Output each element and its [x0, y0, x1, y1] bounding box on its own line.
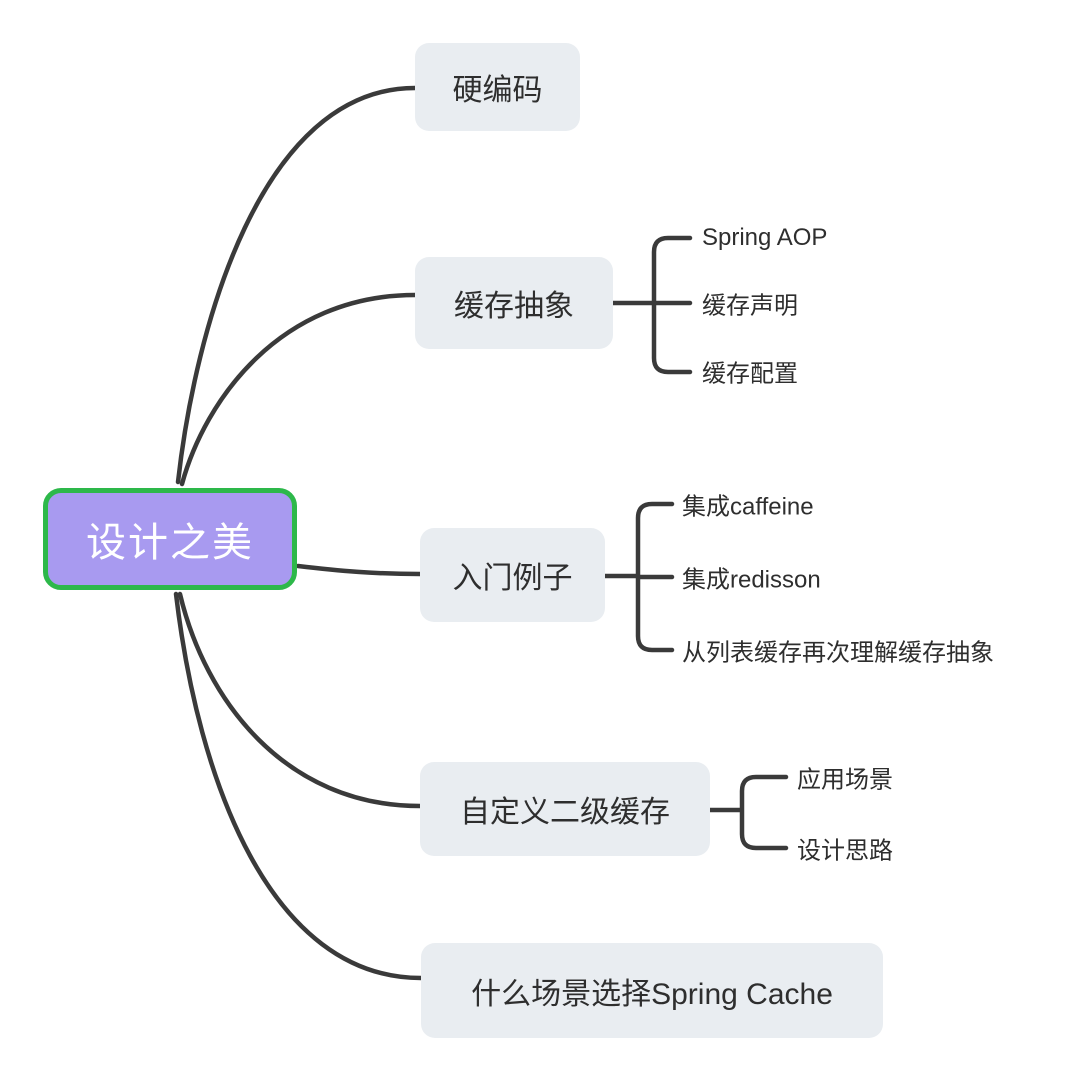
- branch-label: 入门例子: [452, 562, 573, 595]
- root-node[interactable]: 设计之美: [43, 488, 297, 590]
- branch-node-starter-example[interactable]: 入门例子: [420, 528, 605, 622]
- child-node-use-cases[interactable]: 应用场景: [797, 766, 893, 794]
- child-node-design-approach[interactable]: 设计思路: [797, 837, 893, 865]
- child-node-cache-declaration[interactable]: 缓存声明: [702, 292, 798, 320]
- branch-node-custom-two-level-cache[interactable]: 自定义二级缓存: [420, 762, 710, 856]
- branch-node-when-to-choose-spring-cache[interactable]: 什么场景选择Spring Cache: [421, 943, 883, 1038]
- bracket-branch-2: [610, 235, 693, 375]
- child-node-caffeine[interactable]: 集成caffeine: [682, 493, 814, 521]
- edge-root-to-branch-2: [179, 292, 418, 487]
- edge-root-to-branch-3: [295, 563, 423, 577]
- root-node-label: 设计之美: [86, 521, 254, 565]
- edge-root-to-branch-4: [177, 591, 423, 809]
- child-node-list-cache[interactable]: 从列表缓存再次理解缓存抽象: [682, 639, 994, 667]
- branch-node-cache-abstraction[interactable]: 缓存抽象: [415, 257, 613, 349]
- branch-node-hardcode[interactable]: 硬编码: [415, 43, 580, 131]
- bracket-branch-3: [602, 501, 675, 653]
- child-node-redisson[interactable]: 集成redisson: [682, 566, 821, 594]
- edge-root-to-branch-1: [175, 85, 418, 485]
- bracket-branch-4: [707, 774, 789, 851]
- branch-label: 缓存抽象: [454, 290, 574, 323]
- child-node-cache-config[interactable]: 缓存配置: [702, 360, 798, 388]
- branch-label: 硬编码: [452, 74, 543, 107]
- branch-label: 什么场景选择Spring Cache: [471, 977, 833, 1011]
- edge-root-to-branch-5: [173, 591, 424, 981]
- child-node-spring-aop[interactable]: Spring AOP: [702, 224, 828, 251]
- branch-label: 自定义二级缓存: [460, 796, 670, 829]
